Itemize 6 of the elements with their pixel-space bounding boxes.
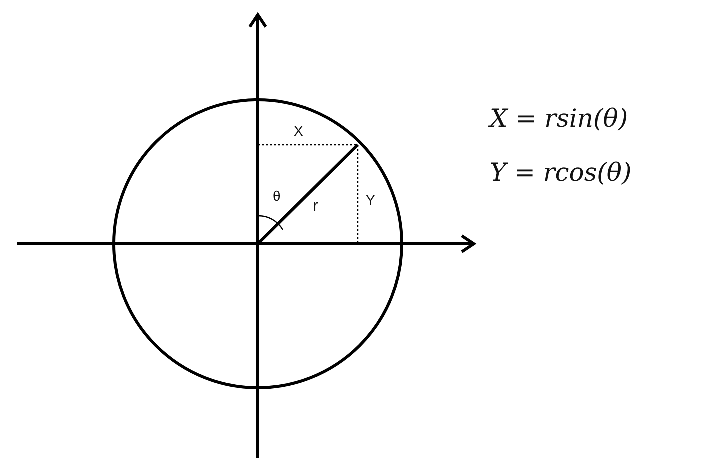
axis-label: r (313, 199, 318, 215)
formula: Y = rcos(θ) (490, 160, 632, 185)
formula: X = rsin(θ) (490, 106, 628, 131)
angle-label: θ (273, 189, 281, 203)
axis-label: Y (366, 193, 376, 207)
axis-label: X (294, 124, 304, 138)
